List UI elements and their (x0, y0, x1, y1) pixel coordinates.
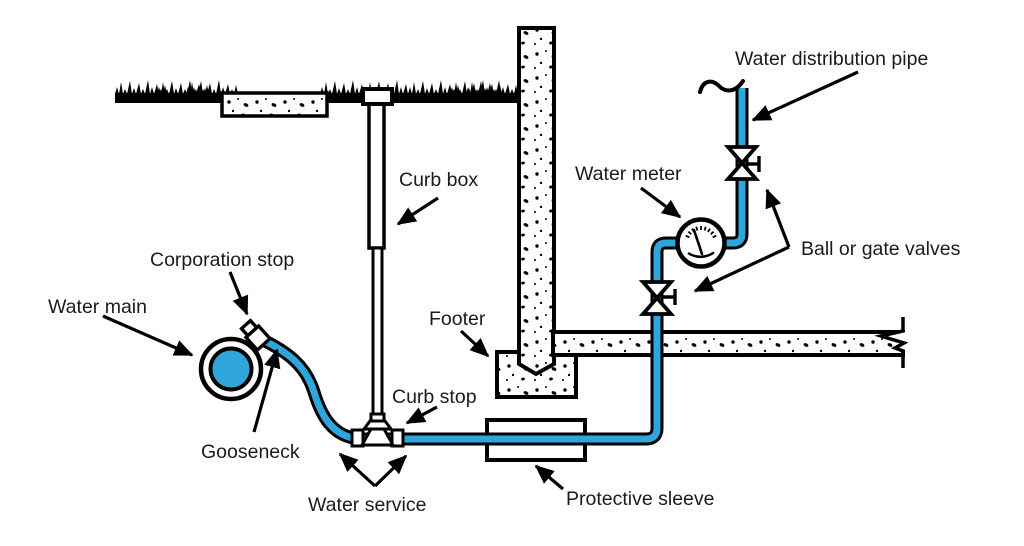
arrow-lower-valve (693, 245, 790, 293)
arrow-water-main (102, 314, 194, 357)
arrow-water-distribution-pipe (751, 70, 859, 122)
corporation-stop-body (243, 323, 273, 353)
valve-bowtie-icon (638, 280, 676, 301)
label-footer: Footer (429, 308, 486, 330)
label-curb-stop: Curb stop (392, 386, 477, 408)
label-curb-box: Curb box (399, 169, 478, 191)
sidewalk (220, 91, 329, 118)
curb-stop (350, 419, 405, 448)
corporation-stop (239, 318, 273, 353)
water-main (198, 318, 273, 402)
curb-stop-left-flange (350, 428, 365, 448)
curb-stop-right-flange (390, 428, 405, 448)
curb-stop-flare (361, 419, 394, 431)
arrow-footer (459, 329, 490, 358)
arrow-water-service-right (373, 454, 408, 488)
arrow-water-meter (640, 186, 682, 219)
house-wall (517, 26, 556, 377)
ground-surface (115, 80, 518, 118)
arrow-gooseneck (252, 348, 281, 433)
arrow-corporation-stop (228, 271, 249, 316)
curb-box (361, 87, 394, 424)
arrow-curb-stop (405, 405, 438, 425)
valve-handle (661, 289, 677, 305)
valve-bowtie-icon (723, 160, 761, 181)
curb-box-rod (371, 246, 384, 417)
water-meter (675, 217, 727, 269)
label-protective-sleeve: Protective sleeve (566, 488, 715, 510)
curb-box-cap (361, 87, 394, 106)
slab-break-icon (874, 317, 909, 368)
arrow-curb-box (396, 196, 439, 226)
callout-arrows (102, 70, 859, 491)
label-corporation-stop: Corporation stop (150, 249, 294, 271)
water-main-bore (208, 346, 254, 392)
label-gooseneck: Gooseneck (201, 441, 300, 463)
meter-needle (692, 228, 704, 256)
label-water-meter: Water meter (575, 163, 682, 185)
label-water-service: Water service (308, 494, 426, 516)
label-water-distribution-pipe: Water distribution pipe (735, 48, 928, 70)
valve-bowtie-icon (638, 295, 676, 316)
curb-box-upper-tube (367, 102, 386, 250)
shutoff-valve-lower (638, 280, 677, 316)
pipe-break-icon (698, 79, 745, 94)
arrow-protective-sleeve (534, 464, 565, 491)
shutoff-valve-upper (723, 145, 761, 181)
labels: Water distribution pipe Water meter Ball… (48, 48, 961, 516)
water-service-pipe (364, 239, 686, 443)
label-ball-or-gate-valves: Ball or gate valves (801, 238, 961, 260)
water-distribution-pipe (686, 88, 746, 247)
curb-stop-body (359, 427, 396, 447)
meter-lower-arc (687, 251, 715, 259)
floor-slab (551, 317, 910, 368)
piping (258, 88, 749, 446)
gooseneck-pipe (259, 335, 366, 443)
arrow-water-service-left (338, 452, 377, 488)
valve-handle (746, 156, 761, 172)
valve-bowtie-icon (723, 145, 761, 166)
label-water-main: Water main (48, 296, 147, 318)
arrow-upper-valve (765, 188, 791, 248)
